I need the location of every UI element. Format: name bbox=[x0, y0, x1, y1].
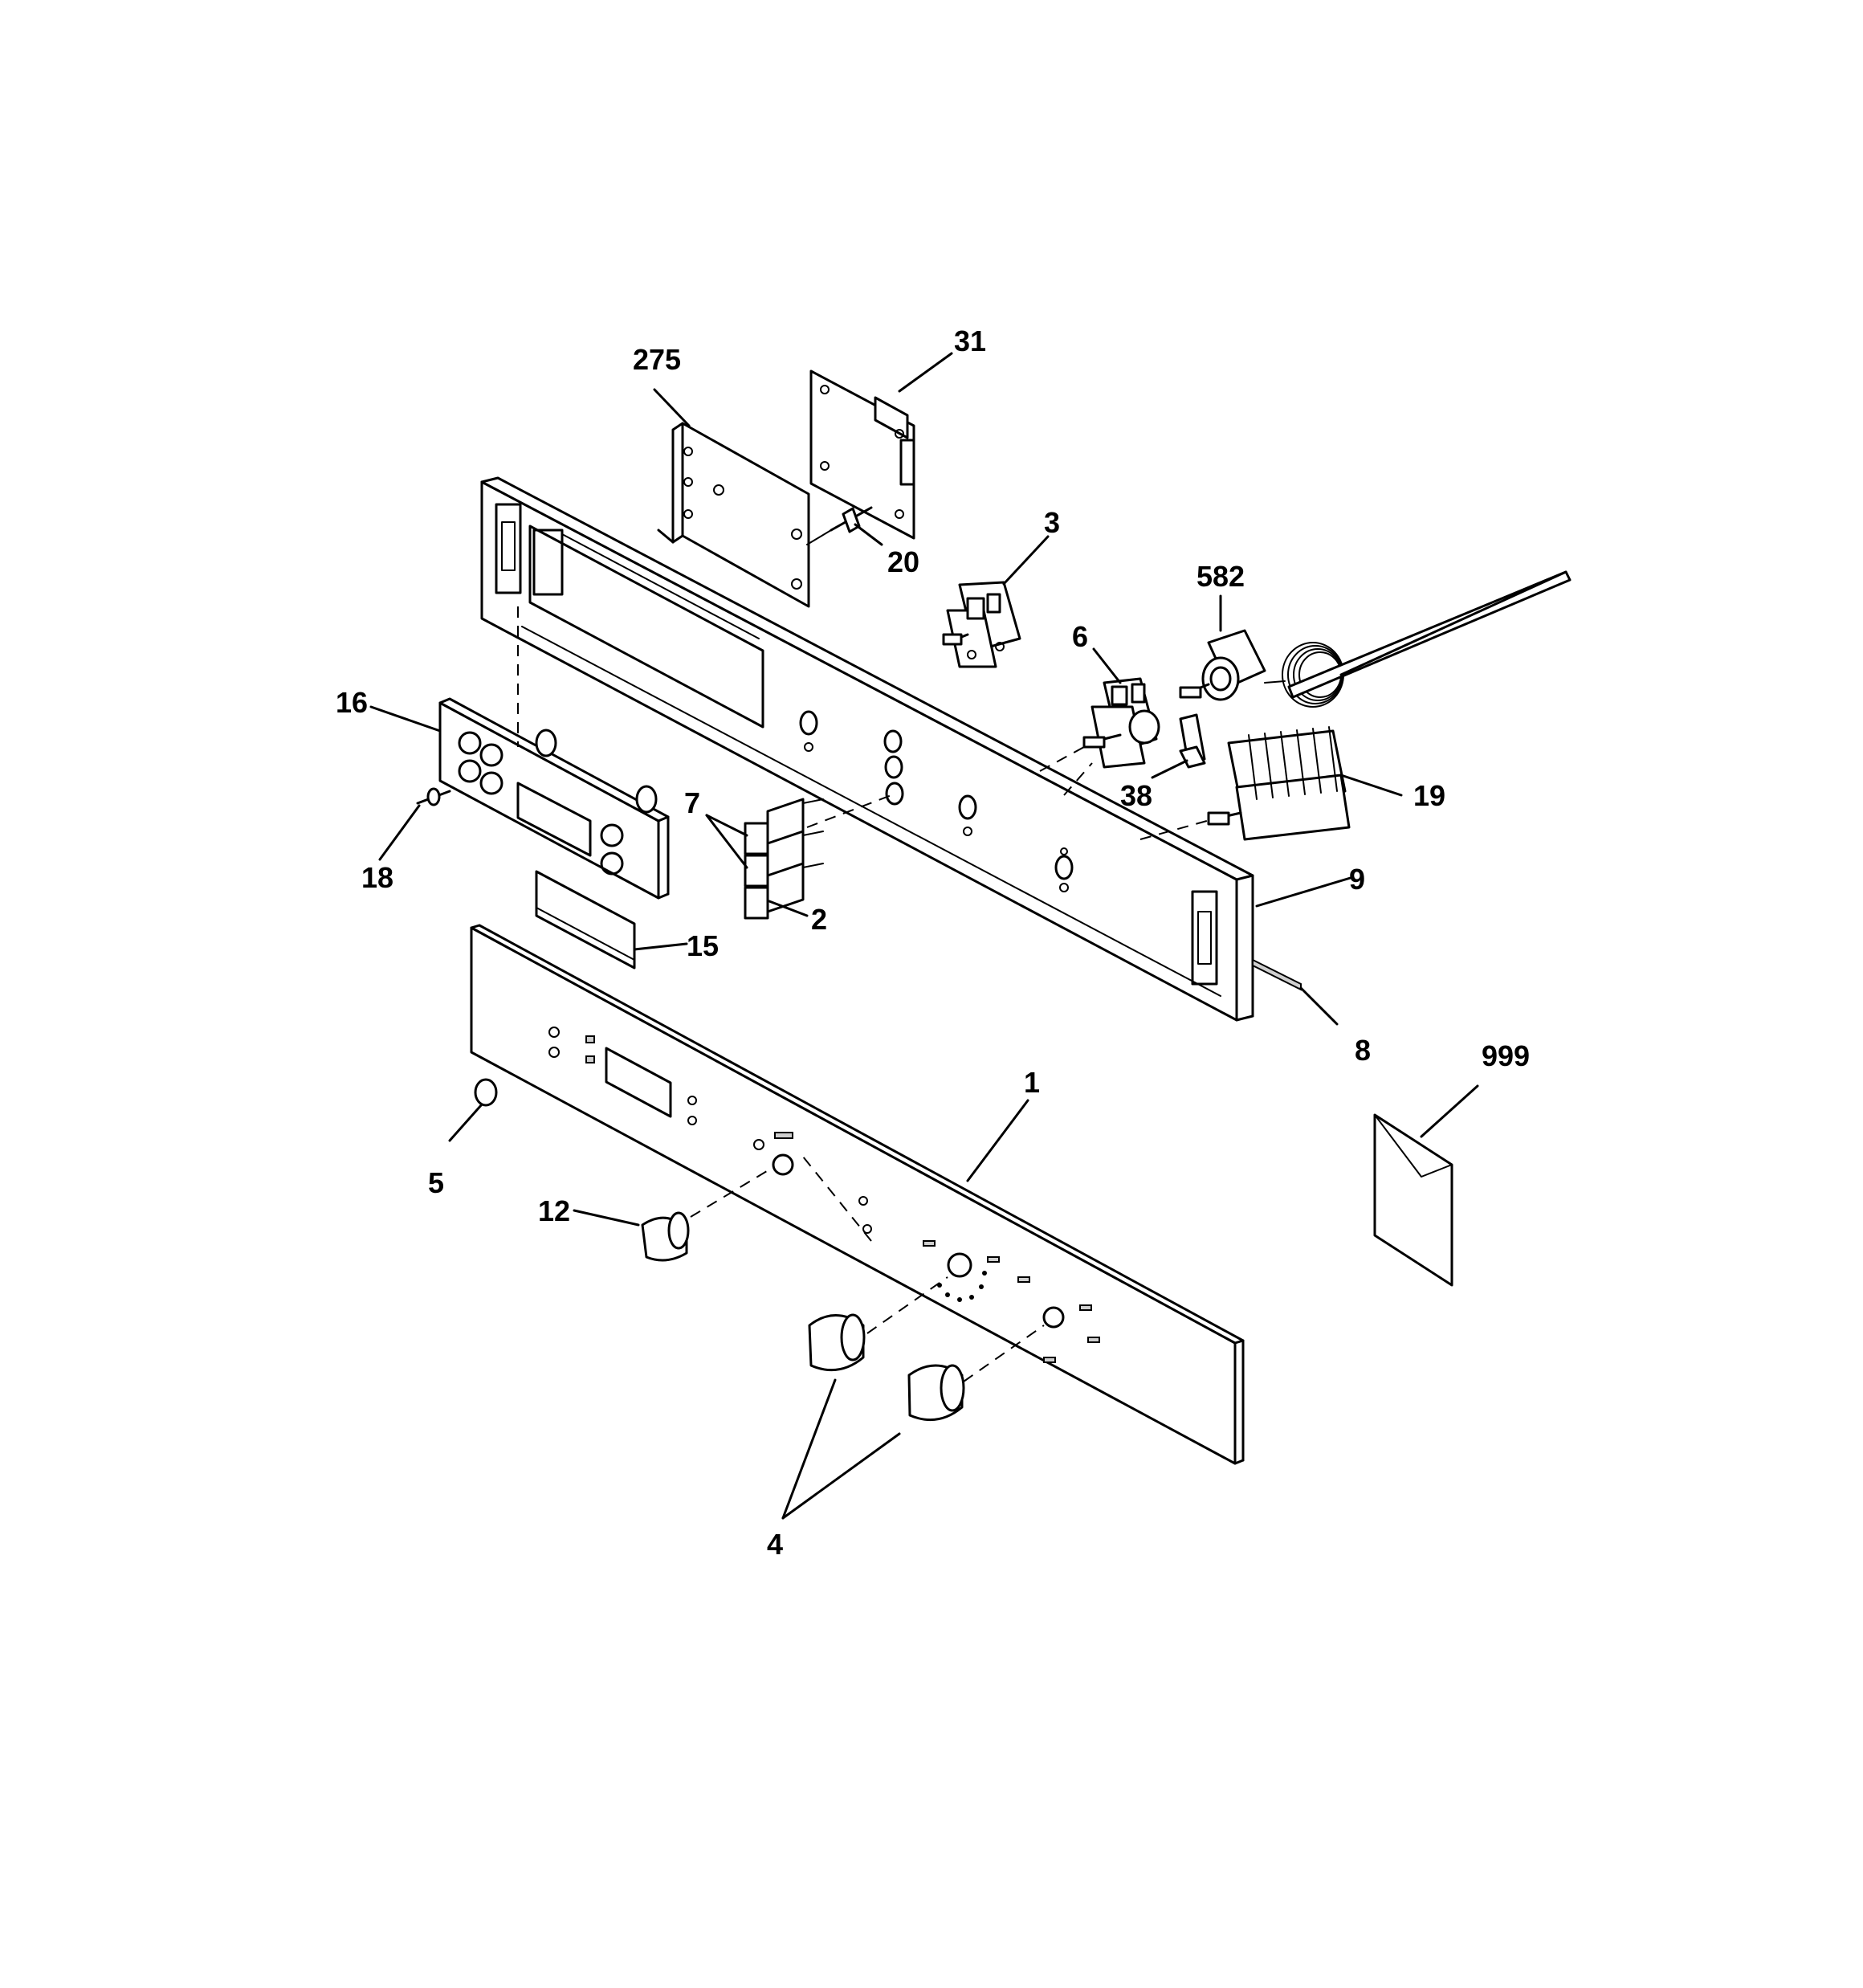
part-38-clip bbox=[1179, 713, 1206, 769]
callout-2: 2 bbox=[811, 903, 827, 936]
callout-31: 31 bbox=[954, 325, 986, 357]
callout-15: 15 bbox=[687, 929, 719, 962]
callout-labels: 275 31 20 3 582 6 16 38 19 7 18 2 9 15 8… bbox=[336, 325, 1530, 1561]
callout-16: 16 bbox=[336, 686, 368, 719]
part-4-knobs bbox=[808, 1313, 965, 1422]
part-275-bracket bbox=[657, 422, 810, 608]
part-8-strip bbox=[1252, 958, 1302, 991]
part-1-front-panel bbox=[470, 924, 1245, 1465]
callout-6: 6 bbox=[1072, 620, 1088, 653]
part-15-lens bbox=[535, 870, 636, 970]
callout-1: 1 bbox=[1024, 1066, 1040, 1099]
part-6-switch bbox=[1082, 677, 1160, 769]
callout-9: 9 bbox=[1349, 863, 1365, 896]
part-5-button bbox=[474, 1078, 498, 1107]
callout-8: 8 bbox=[1355, 1034, 1371, 1067]
callout-582: 582 bbox=[1196, 560, 1245, 593]
alignment-lines bbox=[517, 606, 1213, 1382]
callout-12: 12 bbox=[538, 1194, 570, 1227]
part-9-control-frame bbox=[480, 476, 1254, 1022]
part-12-knob bbox=[641, 1211, 690, 1262]
callout-4: 4 bbox=[767, 1528, 783, 1561]
part-16-clock-module bbox=[438, 697, 670, 900]
part-7-switches bbox=[744, 798, 824, 920]
callout-999: 999 bbox=[1482, 1039, 1530, 1072]
part-19-switch bbox=[1207, 726, 1351, 841]
callout-5: 5 bbox=[428, 1166, 444, 1199]
part-582-thermostat bbox=[1179, 570, 1572, 708]
callout-38: 38 bbox=[1120, 779, 1152, 812]
callout-275: 275 bbox=[633, 343, 681, 376]
callout-7: 7 bbox=[684, 786, 700, 819]
part-20-screw bbox=[806, 506, 873, 545]
part-31-board bbox=[809, 369, 915, 540]
part-3-switch bbox=[942, 581, 1021, 668]
part-18-screw bbox=[416, 787, 451, 806]
leader-lines bbox=[369, 352, 1479, 1520]
callout-3: 3 bbox=[1044, 506, 1060, 539]
callout-18: 18 bbox=[361, 861, 393, 894]
callout-20: 20 bbox=[887, 545, 919, 578]
callout-19: 19 bbox=[1413, 779, 1445, 812]
part-999-envelope bbox=[1373, 1113, 1453, 1287]
